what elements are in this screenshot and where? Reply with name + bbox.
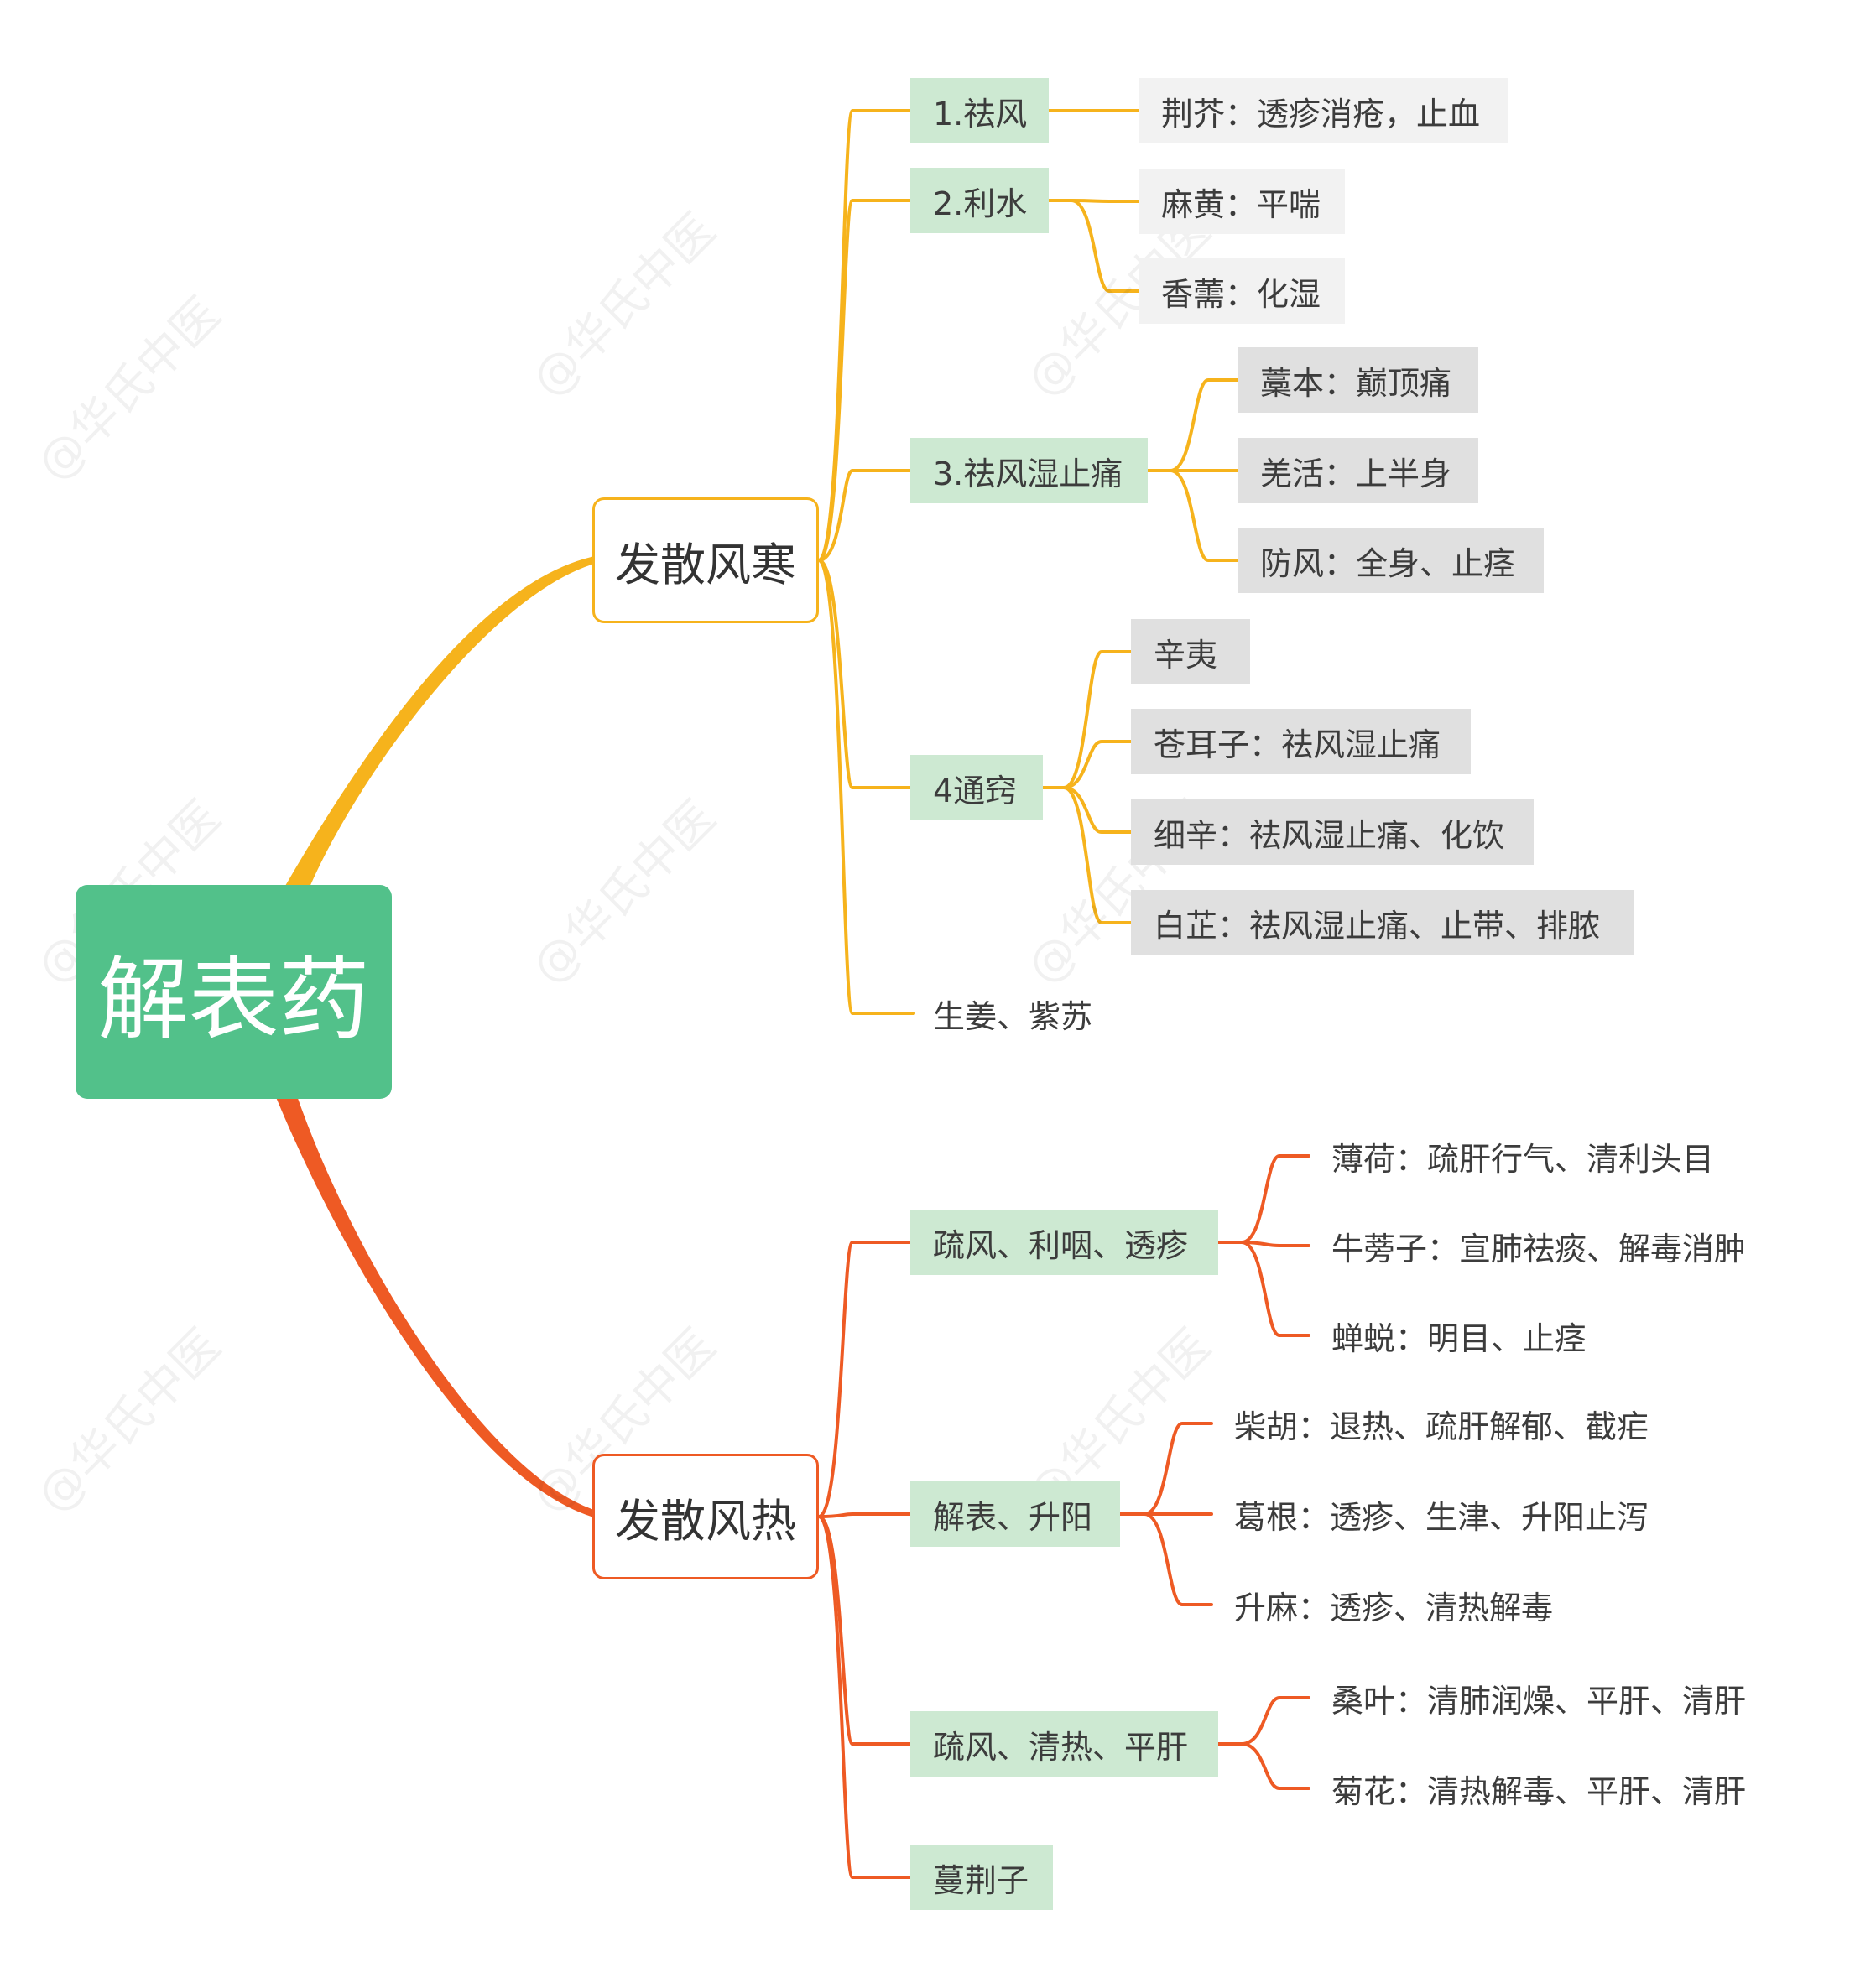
leaf-topic[interactable]: 柴胡：退热、疏肝解郁、截疟 [1234, 1408, 1649, 1445]
branch-topic[interactable]: 发散风寒 [592, 497, 819, 623]
leaf-connector [1143, 1512, 1213, 1606]
leaf-connector [1240, 1696, 1310, 1746]
leaf-connector [1062, 786, 1133, 924]
leaf-topic[interactable]: 羌活：上半身 [1238, 438, 1478, 503]
leaf-connector [1062, 650, 1133, 789]
leaf-topic[interactable]: 藁本：巅顶痛 [1238, 347, 1478, 413]
leaf-topic[interactable]: 细辛：祛风湿止痛、化饮 [1131, 799, 1534, 865]
root-link-upper [284, 556, 592, 893]
leaf-topic[interactable]: 升麻：透疹、清热解毒 [1234, 1589, 1554, 1626]
branch-connector [817, 469, 915, 562]
branch-connector [817, 1515, 915, 1746]
branch-connector [817, 1241, 915, 1518]
leaf-topic[interactable]: 白芷：祛风湿止痛、止带、排脓 [1131, 890, 1634, 955]
leaf-topic[interactable]: 薄荷：疏肝行气、清利头目 [1331, 1140, 1715, 1178]
branch-topic[interactable]: 发散风热 [592, 1454, 819, 1579]
leaf-connector [1062, 740, 1133, 789]
branch-connector [817, 1515, 915, 1879]
leaf-connector [1240, 1154, 1310, 1244]
branch-connector [817, 1512, 915, 1518]
leaf-topic[interactable]: 蝉蜕：明目、止痉 [1331, 1319, 1587, 1357]
leaf-connector [1169, 469, 1239, 562]
leaf-topic[interactable]: 防风：全身、止痉 [1238, 528, 1544, 593]
leaf-topic[interactable]: 香薷：化湿 [1139, 258, 1345, 324]
root-link-lower [275, 1092, 592, 1517]
leaf-connector [1240, 1742, 1310, 1790]
leaf-topic[interactable]: 葛根：透疹、生津、升阳止泻 [1234, 1498, 1649, 1536]
sub-topic[interactable]: 疏风、利咽、透疹 [910, 1210, 1218, 1275]
leaf-topic[interactable]: 桑叶：清肺润燥、平肝、清肝 [1331, 1682, 1747, 1720]
leaf-connector [1062, 786, 1133, 834]
leaf-topic[interactable]: 荆芥：透疹消疮，止血 [1139, 78, 1508, 143]
leaf-topic[interactable]: 牛蒡子：宣肺祛痰、解毒消肿 [1331, 1230, 1747, 1267]
sub-topic[interactable]: 4通窍 [910, 755, 1043, 820]
leaf-topic[interactable]: 苍耳子：祛风湿止痛 [1131, 709, 1471, 774]
leaf-topic[interactable]: 麻黄：平喘 [1139, 169, 1345, 234]
leaf-connector [1169, 378, 1239, 472]
leaf-topic[interactable]: 辛夷 [1131, 619, 1250, 684]
branch-connector [817, 559, 915, 1015]
branch-connector [817, 199, 915, 562]
sub-topic[interactable]: 2.利水 [910, 168, 1049, 233]
leaf-connector [1240, 1241, 1310, 1337]
sub-topic[interactable]: 疏风、清热、平肝 [910, 1711, 1218, 1777]
leaf-connector [1240, 1241, 1310, 1247]
sub-topic[interactable]: 解表、升阳 [910, 1481, 1120, 1547]
leaf-connector [1143, 1422, 1213, 1516]
sub-topic[interactable]: 生姜、紫苏 [933, 997, 1093, 1035]
leaf-connector [1070, 199, 1140, 203]
leaf-connector [1070, 199, 1140, 293]
branch-connector [817, 559, 915, 789]
sub-topic[interactable]: 1.祛风 [910, 78, 1049, 143]
sub-topic[interactable]: 3.祛风湿止痛 [910, 438, 1148, 503]
root-topic[interactable]: 解表药 [76, 885, 392, 1099]
leaf-topic[interactable]: 菊花：清热解毒、平肝、清肝 [1331, 1772, 1747, 1810]
sub-topic[interactable]: 蔓荆子 [910, 1845, 1053, 1910]
